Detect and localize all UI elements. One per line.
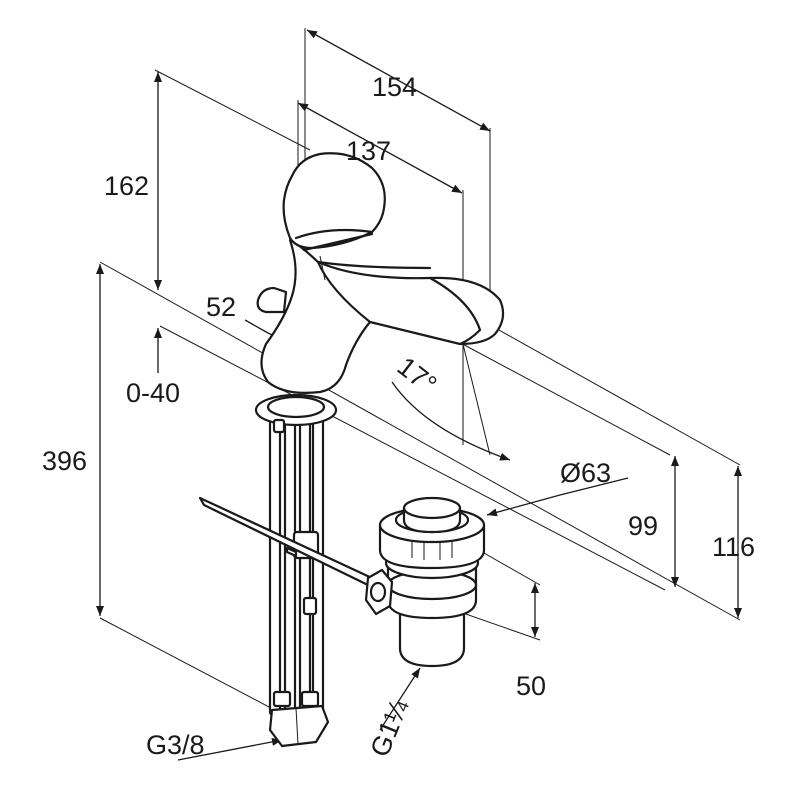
lever-stub <box>256 286 288 314</box>
dim-arc-17 <box>391 381 511 461</box>
label-137: 137 <box>346 136 391 166</box>
leader-g3-8 <box>177 737 283 761</box>
dimension-lines <box>96 29 742 761</box>
label-50: 50 <box>516 671 546 701</box>
label-0-40: 0-40 <box>126 378 180 408</box>
base-ring <box>254 393 338 434</box>
waste-assembly <box>364 496 486 668</box>
label-154: 154 <box>372 72 417 102</box>
label-g1-1-4: G1¼ <box>365 695 415 761</box>
label-99: 99 <box>628 511 658 541</box>
label-52: 52 <box>206 292 236 322</box>
faucet-body <box>256 152 505 394</box>
label-162: 162 <box>104 171 149 201</box>
leader-g1-1-4 <box>379 667 421 731</box>
faucet-spout <box>260 238 505 394</box>
connector-nut <box>268 704 330 748</box>
dim-line-137 <box>297 102 463 194</box>
supply-hoses <box>268 403 330 748</box>
label-g3-8: G3/8 <box>146 730 205 760</box>
dim-line-52-leader <box>244 319 269 334</box>
leader-diameter <box>486 477 629 517</box>
dimension-labels: 396 162 0-40 154 137 52 17° Ø63 99 116 5… <box>42 72 755 761</box>
label-diameter: Ø63 <box>560 458 611 488</box>
label-116: 116 <box>712 532 755 562</box>
label-396: 396 <box>42 446 87 476</box>
